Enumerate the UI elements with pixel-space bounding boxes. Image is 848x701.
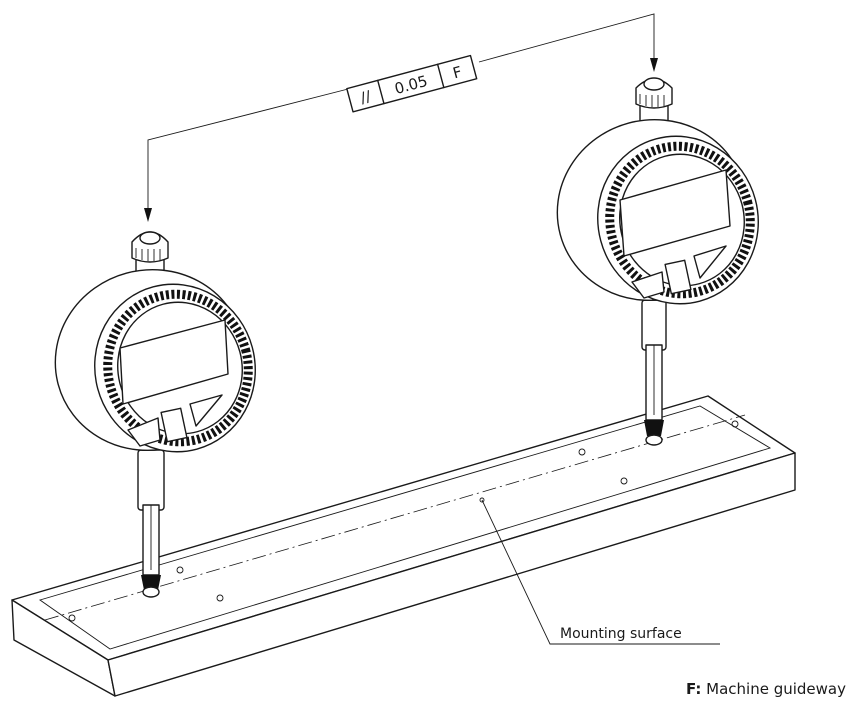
legend-key: F: [686,680,701,698]
mounting-block [11,395,796,697]
mounting-surface-label: Mounting surface [560,626,682,642]
leader-arrow-left [144,208,152,222]
datum-legend: F: Machine guideway [686,680,846,698]
feature-control-frame: // 0.05 F [346,54,478,113]
fcf-leaders [144,13,658,222]
leader-arrow-right [650,58,658,72]
mounting-surface-callout: Mounting surface [481,499,720,645]
dial-indicator-right [556,77,759,446]
dial-indicator-left [54,231,256,598]
legend-text: Machine guideway [701,680,846,698]
